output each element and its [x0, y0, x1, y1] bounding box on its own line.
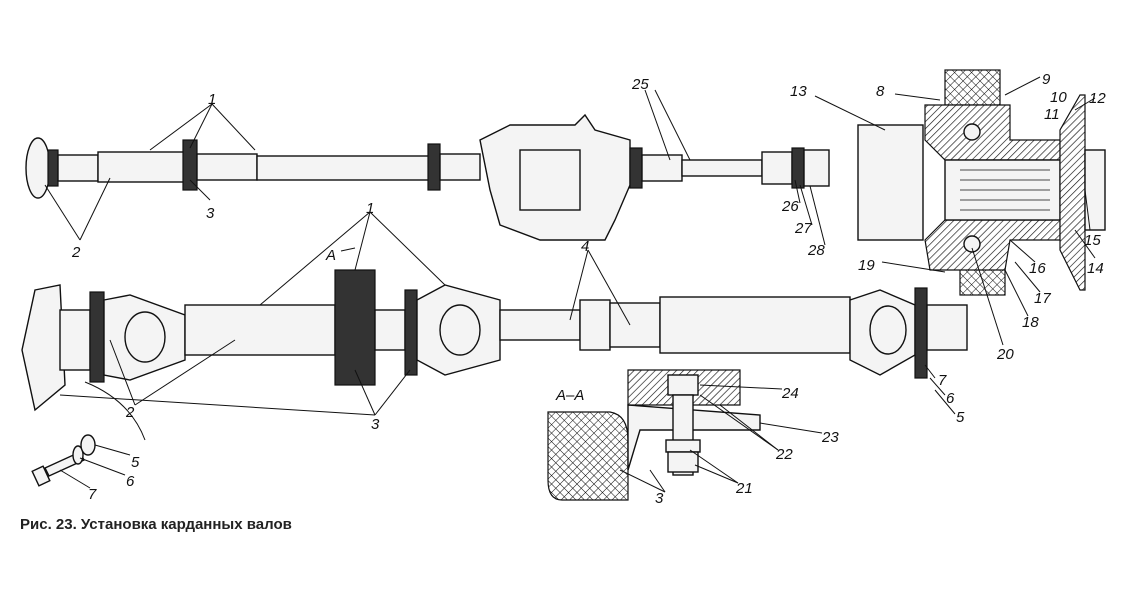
- callout-24: 24: [781, 385, 799, 402]
- callout-14: 14: [1087, 260, 1104, 277]
- callout-18: 18: [1022, 314, 1039, 331]
- top-rear-shaft: [629, 147, 830, 189]
- transfer-case: [479, 113, 631, 241]
- callout-6-bolt: 6: [126, 473, 135, 490]
- callout-22: 22: [775, 446, 793, 463]
- callout-3: 3: [206, 205, 215, 222]
- callout-19: 19: [858, 257, 875, 274]
- callout-5-right: 5: [956, 409, 965, 426]
- callout-13: 13: [790, 83, 807, 100]
- callout-21: 21: [735, 480, 753, 497]
- callout-10: 10: [1050, 89, 1067, 106]
- callout-labels: 1 2 3 25 26 27 28 13 8 9 10 11 12 15 14 …: [71, 71, 1106, 507]
- callout-7-bolt: 7: [88, 486, 97, 503]
- callout-28: 28: [807, 242, 825, 259]
- callout-3-section: 3: [655, 490, 664, 507]
- callout-15: 15: [1084, 232, 1101, 249]
- callout-17: 17: [1034, 290, 1051, 307]
- callout-27: 27: [794, 220, 812, 237]
- callout-8: 8: [876, 83, 885, 100]
- callout-7-right: 7: [938, 372, 947, 389]
- callout-12: 12: [1089, 90, 1106, 107]
- section-a-a: [547, 369, 761, 501]
- bearing-section: [857, 69, 1106, 296]
- callout-11: 11: [1044, 106, 1060, 123]
- callout-3-middle: 3: [371, 416, 380, 433]
- callout-23: 23: [821, 429, 839, 446]
- section-marker-a: А: [325, 247, 336, 264]
- callout-1: 1: [208, 91, 216, 108]
- callout-6-right: 6: [946, 390, 955, 407]
- main-shaft: [21, 269, 968, 412]
- figure-caption: Рис. 23. Установка карданных валов: [20, 516, 292, 533]
- callout-26: 26: [781, 198, 799, 215]
- leader-lines: [44, 76, 1096, 493]
- callout-2-middle: 2: [125, 404, 135, 421]
- callout-5-bolt: 5: [131, 454, 140, 471]
- bolt-and-washers: [31, 381, 146, 487]
- section-label-a-a: А–А: [555, 387, 584, 404]
- top-front-shaft: [25, 137, 481, 199]
- callout-4: 4: [581, 238, 589, 255]
- callout-1-middle: 1: [366, 200, 374, 217]
- callout-9: 9: [1042, 71, 1051, 88]
- callout-16: 16: [1029, 260, 1046, 277]
- callout-25: 25: [631, 76, 649, 93]
- callout-2: 2: [71, 244, 81, 261]
- callout-20: 20: [996, 346, 1014, 363]
